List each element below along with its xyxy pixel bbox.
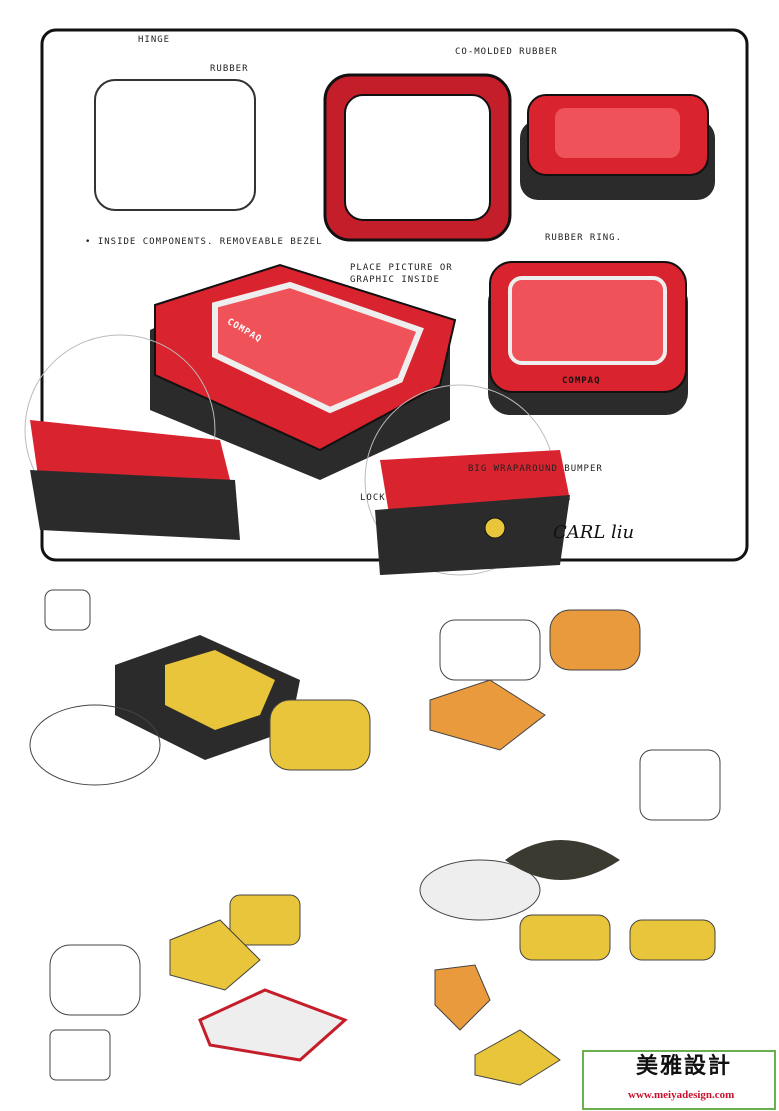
detail-left [24,334,240,540]
sketch-panel-3 [49,894,348,1081]
device-main [150,263,457,480]
sketch-panel-1 [29,589,371,786]
note-bumper: BIG WRAPAROUND BUMPER [468,464,603,474]
device-right [488,261,688,415]
brand-label-right: COMPAQ [562,376,601,386]
meiya-logo: 美雅設計 www.meiyadesign.com [582,1050,776,1110]
note-inside: • INSIDE COMPONENTS. REMOVEABLE BEZEL [85,237,323,247]
wire-sketch-device [94,79,256,211]
note-rubber-ring: RUBBER RING. [545,233,623,243]
note-co-molded: CO-MOLDED RUBBER [455,47,558,57]
sketch-panel-4 [419,840,716,1086]
signature: CARL liu [553,522,635,543]
logo-url: www.meiyadesign.com [628,1089,735,1101]
detail-bottom [364,384,570,576]
device-top-right [520,94,715,200]
note-hinge: HINGE [138,35,171,45]
sketch-panel-2 [429,609,721,821]
logo-chinese: 美雅設計 [636,1053,733,1078]
note-place-picture: PLACE PICTURE OR GRAPHIC INSIDE [350,263,453,285]
note-lock: LOCK [360,493,386,503]
note-rubber: RUBBER [210,64,249,74]
